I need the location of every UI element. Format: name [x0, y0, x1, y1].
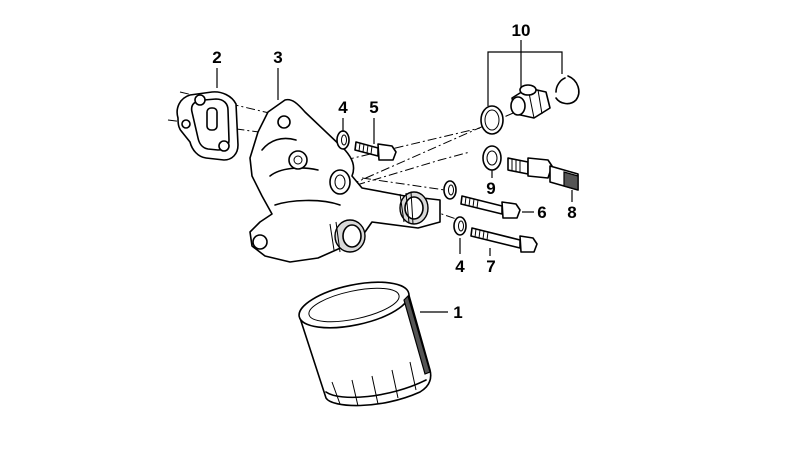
- callout-2: 2: [212, 48, 221, 67]
- temperature-sensor-part-8: [507, 157, 579, 191]
- plug-assembly-part-10: [480, 75, 580, 135]
- oil-filter-part-1: [298, 281, 432, 407]
- housing-thread-lower: [329, 219, 366, 253]
- bolt-part-7: [470, 227, 538, 253]
- sealing-ring-part-4-upper: [336, 130, 350, 150]
- callout-9: 9: [486, 179, 495, 198]
- gasket-part-2: [176, 91, 239, 161]
- leader-lines: [216, 40, 573, 313]
- bolt-part-5: [354, 141, 397, 161]
- callout-6: 6: [537, 203, 546, 222]
- callout-4-upper: 4: [338, 98, 348, 117]
- callout-1: 1: [453, 303, 462, 322]
- callout-10: 10: [512, 21, 531, 40]
- callout-8: 8: [567, 203, 576, 222]
- callout-7: 7: [486, 257, 495, 276]
- oil-filter-housing-part-3: [249, 98, 441, 263]
- sealing-ring-part-4-middle: [443, 180, 457, 200]
- screw-plug: [510, 84, 551, 119]
- callout-labels: 1 2 3 4 4 5 6 7 8 9 10: [212, 21, 576, 322]
- callout-3: 3: [273, 48, 282, 67]
- sealing-ring-part-9: [482, 145, 502, 171]
- callout-5: 5: [369, 98, 378, 117]
- bolt-part-6: [460, 195, 521, 219]
- callout-4-lower: 4: [455, 257, 465, 276]
- housing-thread-upper: [399, 191, 429, 225]
- circlip: [555, 75, 580, 105]
- sealing-ring-part-4-lower: [453, 216, 467, 236]
